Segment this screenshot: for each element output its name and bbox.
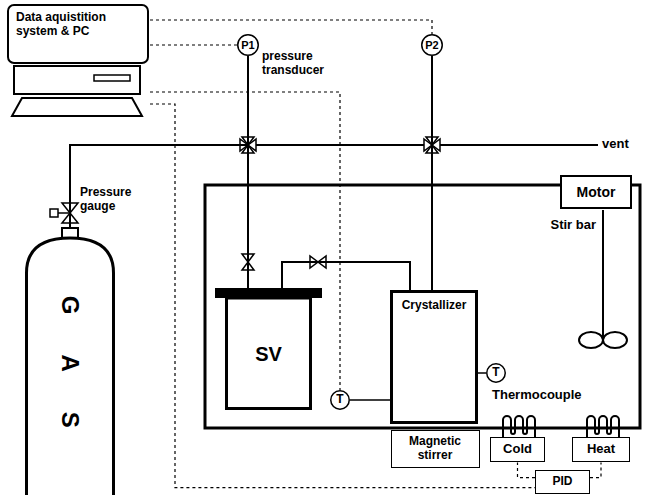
pipe-line [247, 56, 249, 288]
part-label: Stir bar [536, 218, 596, 233]
node-text: Cold [503, 442, 532, 457]
gas-cylinder: GAS [25, 228, 115, 495]
node-text: P1 [241, 39, 254, 52]
node-text: Magnetic stirrer [395, 435, 476, 463]
cooling-coil [503, 416, 535, 437]
monitor-screen [8, 5, 148, 63]
gas-line [248, 144, 598, 146]
supply-vessel: SV [215, 288, 322, 410]
pressure-transducer-circle: P1 [237, 34, 259, 56]
node-text: Heat [587, 442, 615, 457]
node-text: Motor [577, 184, 616, 200]
node-text: SV [255, 343, 282, 366]
part-label: vent [602, 137, 629, 152]
computer-case [14, 66, 140, 94]
vessel-body [227, 298, 311, 409]
heater-box: Heat [572, 437, 630, 463]
disk-slot [94, 75, 130, 81]
part-label: pressure transducer [262, 50, 354, 78]
node-text: Crystallizer [402, 299, 467, 313]
node-text: T [336, 393, 343, 407]
circle-outline [422, 35, 443, 56]
node-text: T [492, 366, 499, 380]
signal-wire [518, 462, 536, 477]
part-label: Thermocouple [492, 388, 582, 403]
cooler-box: Cold [490, 437, 545, 463]
pipe-line [282, 262, 410, 290]
signal-wire [150, 104, 535, 488]
water-bath [205, 185, 640, 428]
motor-box: Motor [560, 175, 632, 209]
node-text: GAS [56, 255, 84, 467]
heating-coil [587, 416, 619, 437]
gas-valve [50, 203, 78, 223]
node-text: P2 [425, 39, 438, 52]
thermocouple-circle: T [330, 390, 350, 410]
part-label: Pressure gauge [80, 186, 152, 214]
pipe-line [350, 399, 390, 401]
computer-box: Data aquistition system & PC [6, 3, 150, 118]
node-text: Data aquistition system & PC [16, 11, 134, 39]
pipe-line [431, 56, 433, 290]
circle-outline [238, 35, 259, 56]
pipe-line [478, 372, 486, 374]
stir-shaft [602, 210, 604, 340]
thermocouple-circle: T [486, 363, 506, 383]
controller-box: PID [535, 470, 590, 495]
crystallizer-box: Crystallizer [390, 290, 478, 424]
node-text: PID [552, 475, 572, 489]
keyboard [12, 98, 142, 116]
signal-wire [150, 44, 237, 45]
pressure-transducer-circle: P2 [421, 34, 443, 56]
signal-wire [150, 20, 432, 34]
circle-outline [487, 364, 506, 383]
circle-outline [331, 391, 350, 410]
stir-propeller [579, 332, 627, 348]
vessel-lid [215, 288, 322, 298]
signal-wire [590, 462, 601, 477]
cylinder-body [27, 238, 114, 495]
stirrer-box: Magnetic stirrer [391, 430, 480, 469]
